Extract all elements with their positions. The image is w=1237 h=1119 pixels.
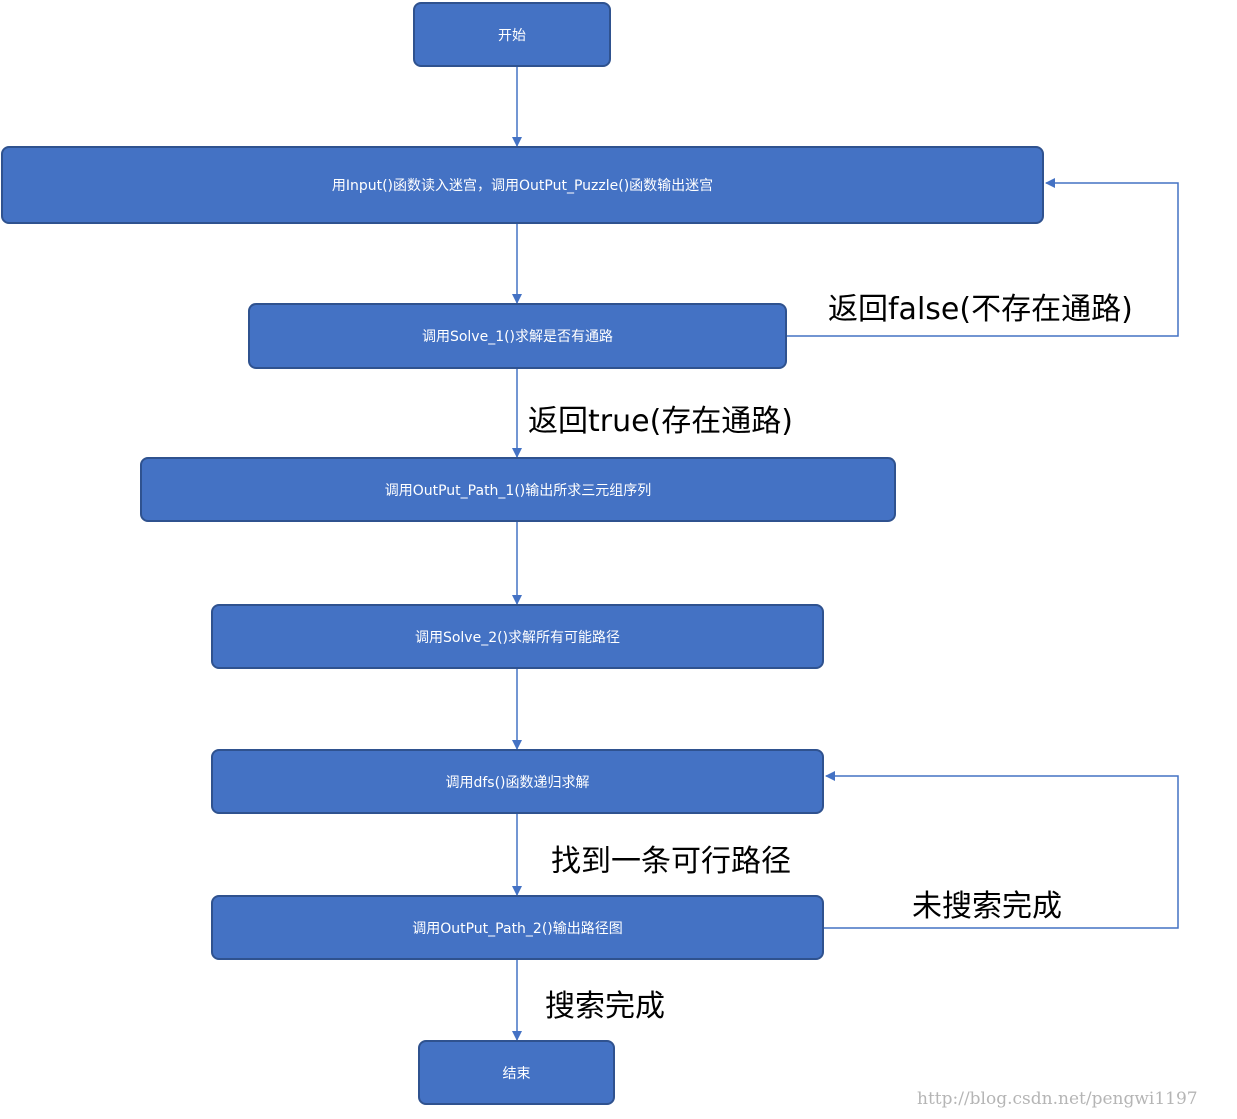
not-finished-label: 未搜索完成 — [912, 889, 1062, 924]
output-path1-node: 调用OutPut_Path_1()输出所求三元组序列 — [140, 457, 896, 522]
end-node: 结束 — [418, 1040, 615, 1105]
true-branch-label: 返回true(存在通路) — [528, 404, 793, 439]
dfs-node: 调用dfs()函数递归求解 — [211, 749, 824, 814]
found-path-label: 找到一条可行路径 — [551, 844, 791, 879]
solve1-node: 调用Solve_1()求解是否有通路 — [248, 303, 787, 369]
false-branch-label: 返回false(不存在通路) — [828, 292, 1133, 327]
output-path2-node: 调用OutPut_Path_2()输出路径图 — [211, 895, 824, 960]
watermark: http://blog.csdn.net/pengwi1197 — [917, 1089, 1198, 1109]
read-input-node: 用Input()函数读入迷宫，调用OutPut_Puzzle()函数输出迷宫 — [1, 146, 1044, 224]
start-node: 开始 — [413, 2, 611, 67]
loop-not-finished-back-to-dfs — [824, 771, 1179, 929]
loop-false-back-to-read — [787, 178, 1179, 337]
finished-label: 搜索完成 — [545, 989, 665, 1024]
solve2-node: 调用Solve_2()求解所有可能路径 — [211, 604, 824, 669]
